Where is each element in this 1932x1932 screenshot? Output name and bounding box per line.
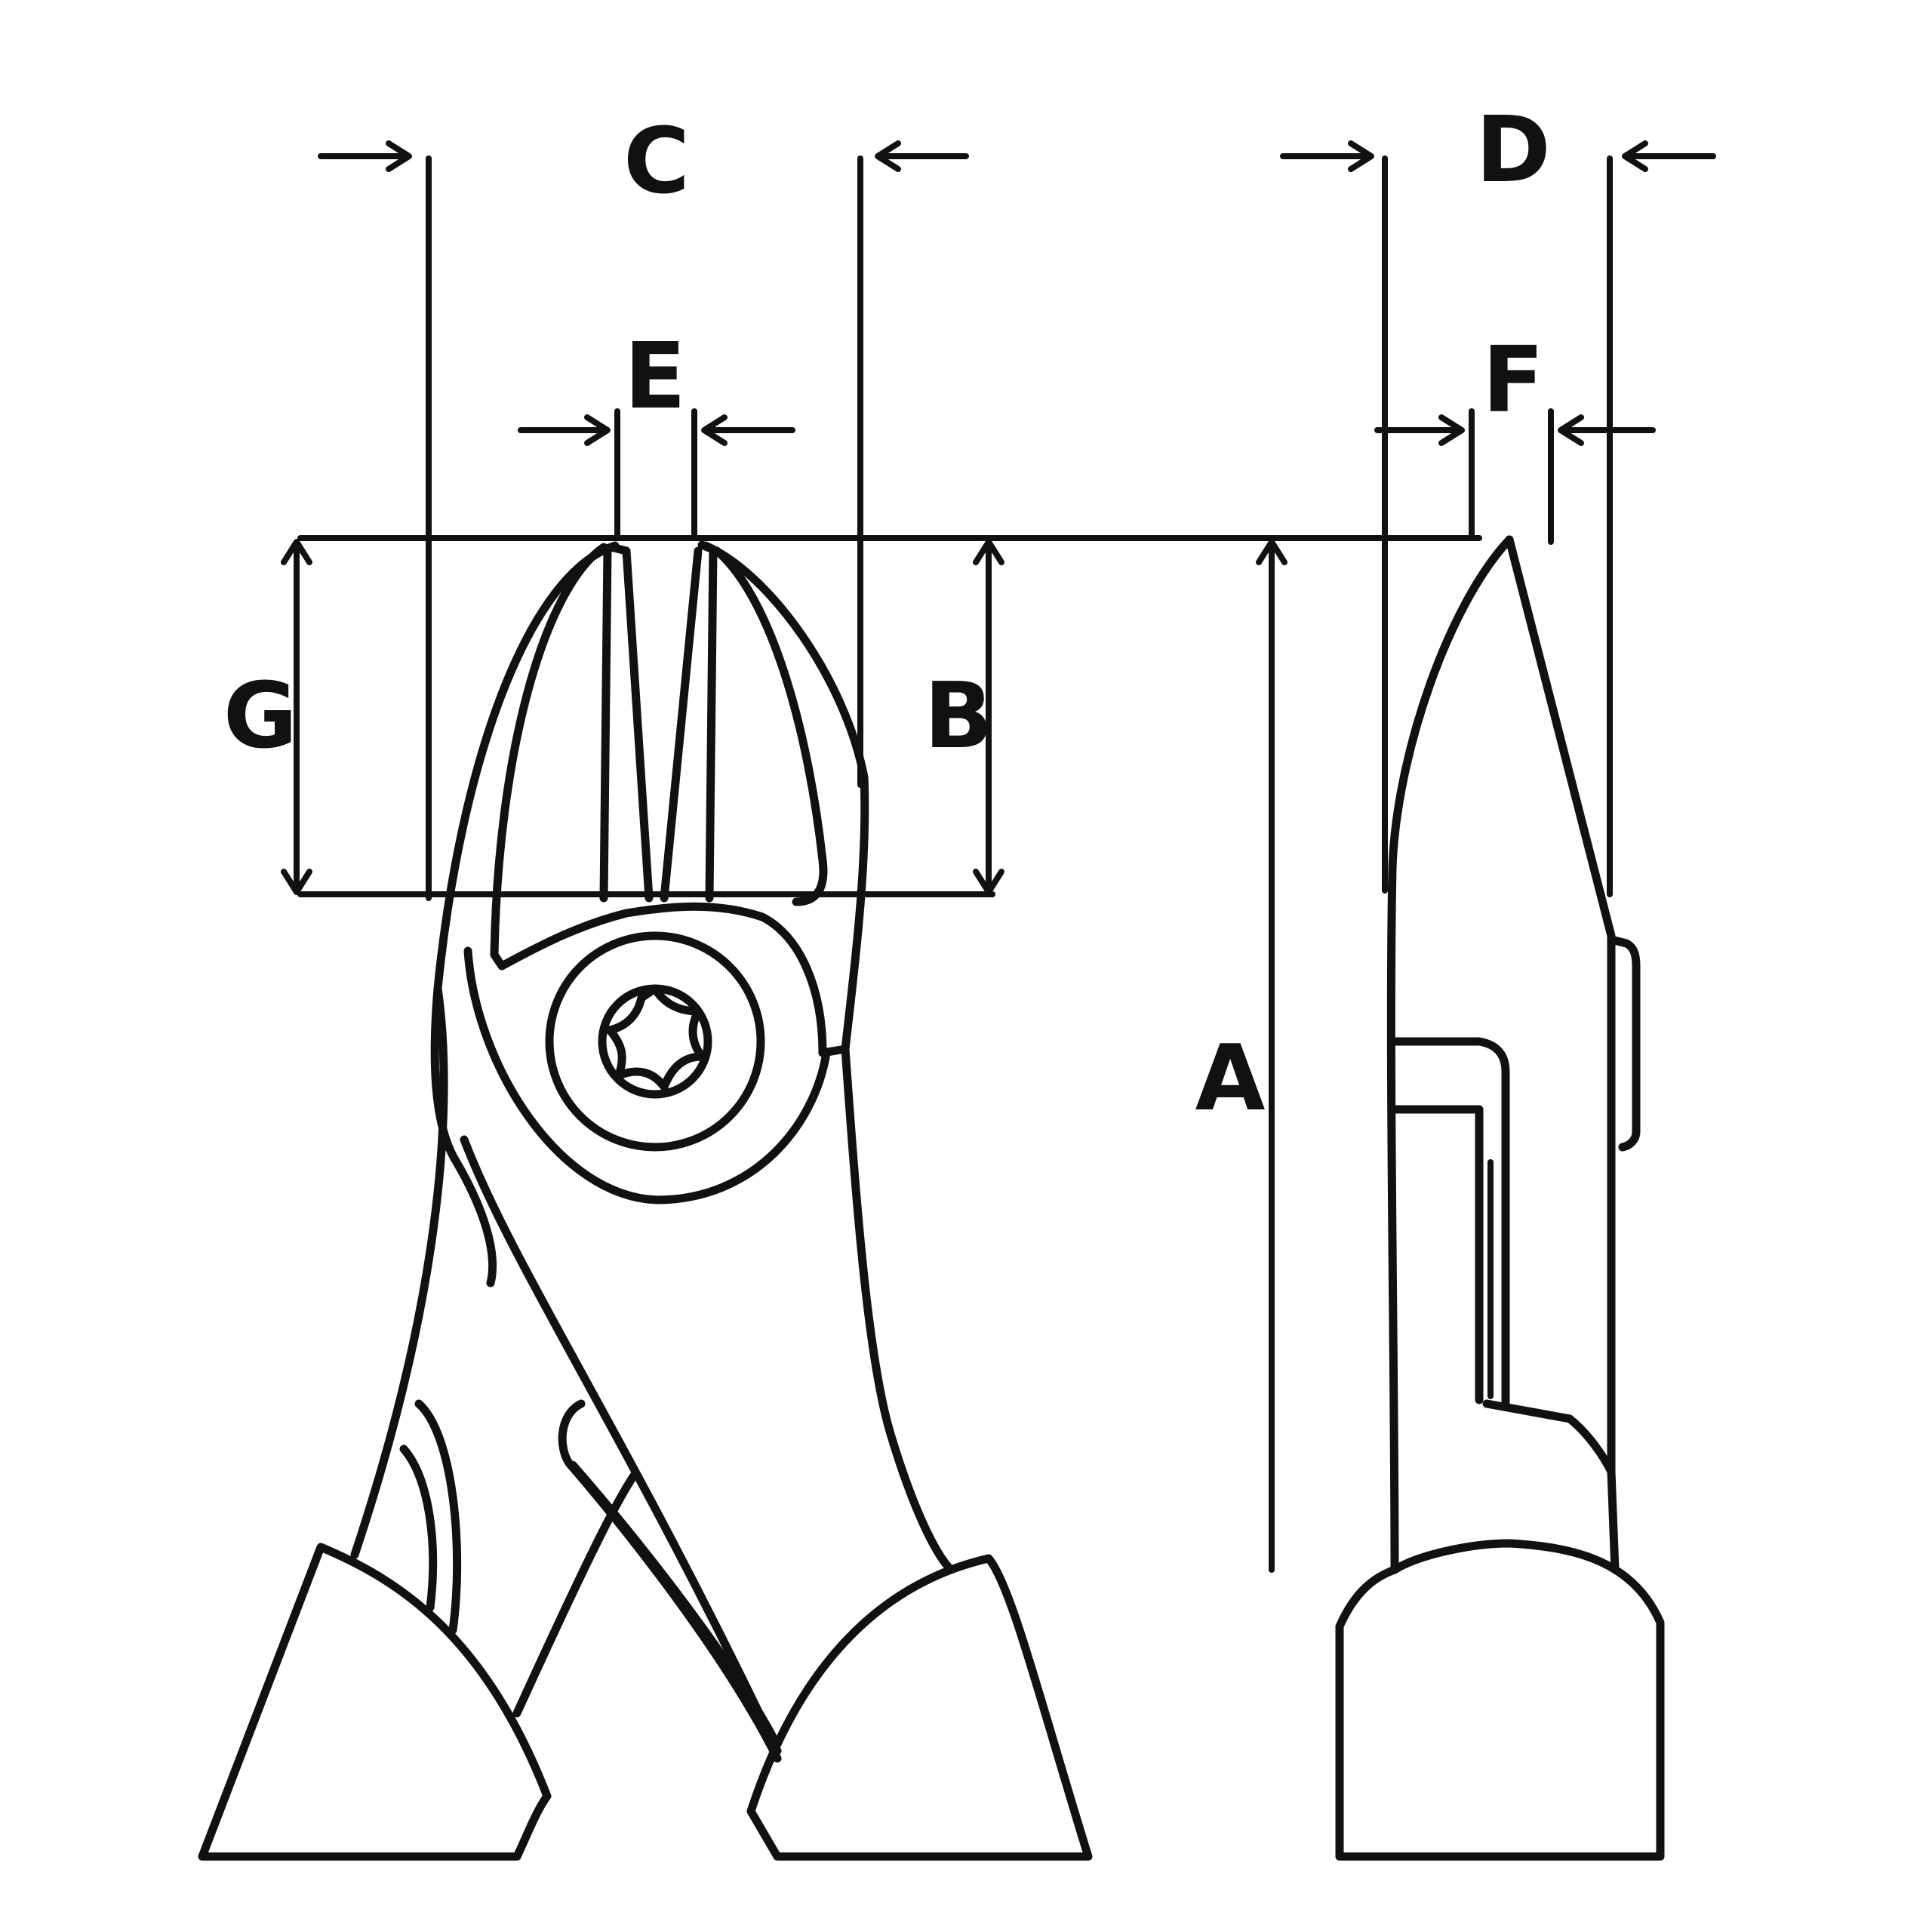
side-jaw-profile [1386,535,1514,1574]
b-arrow-top-head [973,539,1004,565]
return-spring [558,1399,782,1763]
right-blade [660,540,718,903]
left-handle-outer [350,984,448,1559]
right-jaw-inner-edge [712,546,828,906]
label-a: A [1195,1026,1266,1131]
label-f: F [1482,328,1544,433]
side-grip [1335,1539,1665,1861]
left-grip [198,1543,552,1861]
label-d: D [1475,98,1551,203]
dimension-labels: C D E F G B A [223,98,1551,1131]
left-jaw-inner-edge [490,543,608,971]
left-body-curve [497,902,827,1057]
label-b: B [924,664,992,769]
right-jaw-outline [701,541,869,1057]
side-screw-cap [1607,935,1641,1152]
label-c: C [623,109,690,214]
left-jaw-outline [430,541,620,1287]
c-arrow-left-head [386,140,412,172]
pivot-washer [545,931,765,1152]
side-view [1335,535,1665,1861]
f-arrow-right-head [1558,414,1584,446]
e-arrow-right-head [701,414,728,446]
pivot-ring [463,946,831,1204]
b-arrow-bottom-head [973,869,1004,895]
a-arrow-top-head [1256,539,1287,565]
label-g: G [223,664,298,769]
right-grip [746,1554,1093,1861]
label-e: E [624,325,686,429]
g-arrow-bottom-head [281,869,312,895]
d-arrow-right-head [1622,140,1648,172]
left-grip-ridge [399,1399,462,1635]
f-arrow-left-head [1438,414,1465,446]
side-handle-back [1607,1467,1620,1574]
return-spring-inner [571,1461,777,1739]
left-handle-inner [460,1135,782,1755]
side-pivot-bracket [1390,1037,1510,1408]
left-blade [599,543,654,903]
right-handle-inner [512,1471,638,1718]
c-arrow-right-head [875,140,901,172]
torx-screw-head [598,984,712,1099]
front-view [198,540,1093,1861]
d-arrow-left-head [1348,140,1374,172]
dimension-lines [281,140,1716,1573]
right-handle-outer [841,1044,955,1574]
g-arrow-top-head [281,539,312,565]
e-arrow-left-head [584,414,611,446]
